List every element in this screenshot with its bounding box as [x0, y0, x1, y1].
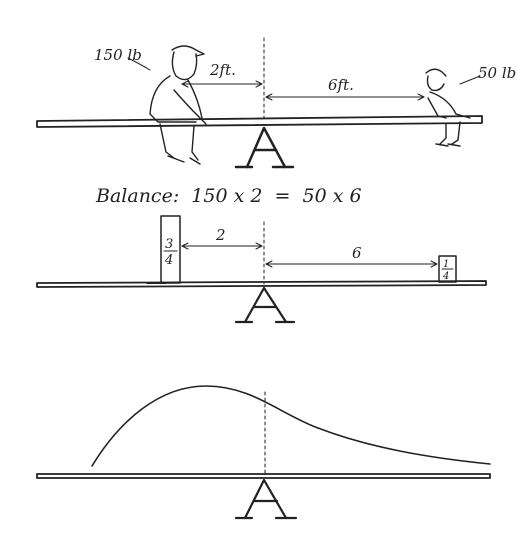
pointer-150lb: [127, 57, 151, 71]
label-dist-2: 2: [215, 226, 226, 244]
top-dist-arrows: [181, 80, 425, 101]
bottom-panel: [36, 385, 491, 520]
label-2ft: 2ft.: [209, 61, 236, 79]
skewed-distribution-curve: [91, 385, 491, 467]
middle-fulcrum: [234, 286, 296, 324]
block-left-num: 3: [165, 237, 173, 252]
block-right-den: 4: [442, 271, 449, 282]
middle-panel: 3 4 1 4 2 6: [36, 215, 487, 324]
balance-equation: Balance: 150 x 2 = 50 x 6: [95, 185, 362, 207]
label-50lb: 50 lb: [478, 64, 516, 82]
label-6ft: 6ft.: [328, 76, 354, 94]
bottom-seesaw-plank: [36, 473, 491, 479]
top-seesaw-plank: [36, 115, 483, 128]
bottom-fulcrum: [234, 478, 298, 520]
top-fulcrum: [234, 126, 295, 169]
block-left-den: 4: [164, 253, 173, 268]
man-150lb-figure: [149, 45, 207, 165]
block-three-quarters: [160, 215, 181, 284]
middle-seesaw-plank: [36, 280, 487, 288]
block-one-quarter: [438, 255, 457, 283]
block-right-num: 1: [443, 259, 449, 270]
top-panel: 150 lb 50 lb 2ft. 6ft.: [36, 37, 516, 169]
label-150lb: 150 lb: [94, 46, 142, 64]
middle-dist-arrows: [181, 242, 438, 268]
pointer-50lb: [459, 75, 481, 85]
label-dist-6: 6: [352, 244, 362, 262]
kid-50lb-figure: [425, 68, 471, 147]
